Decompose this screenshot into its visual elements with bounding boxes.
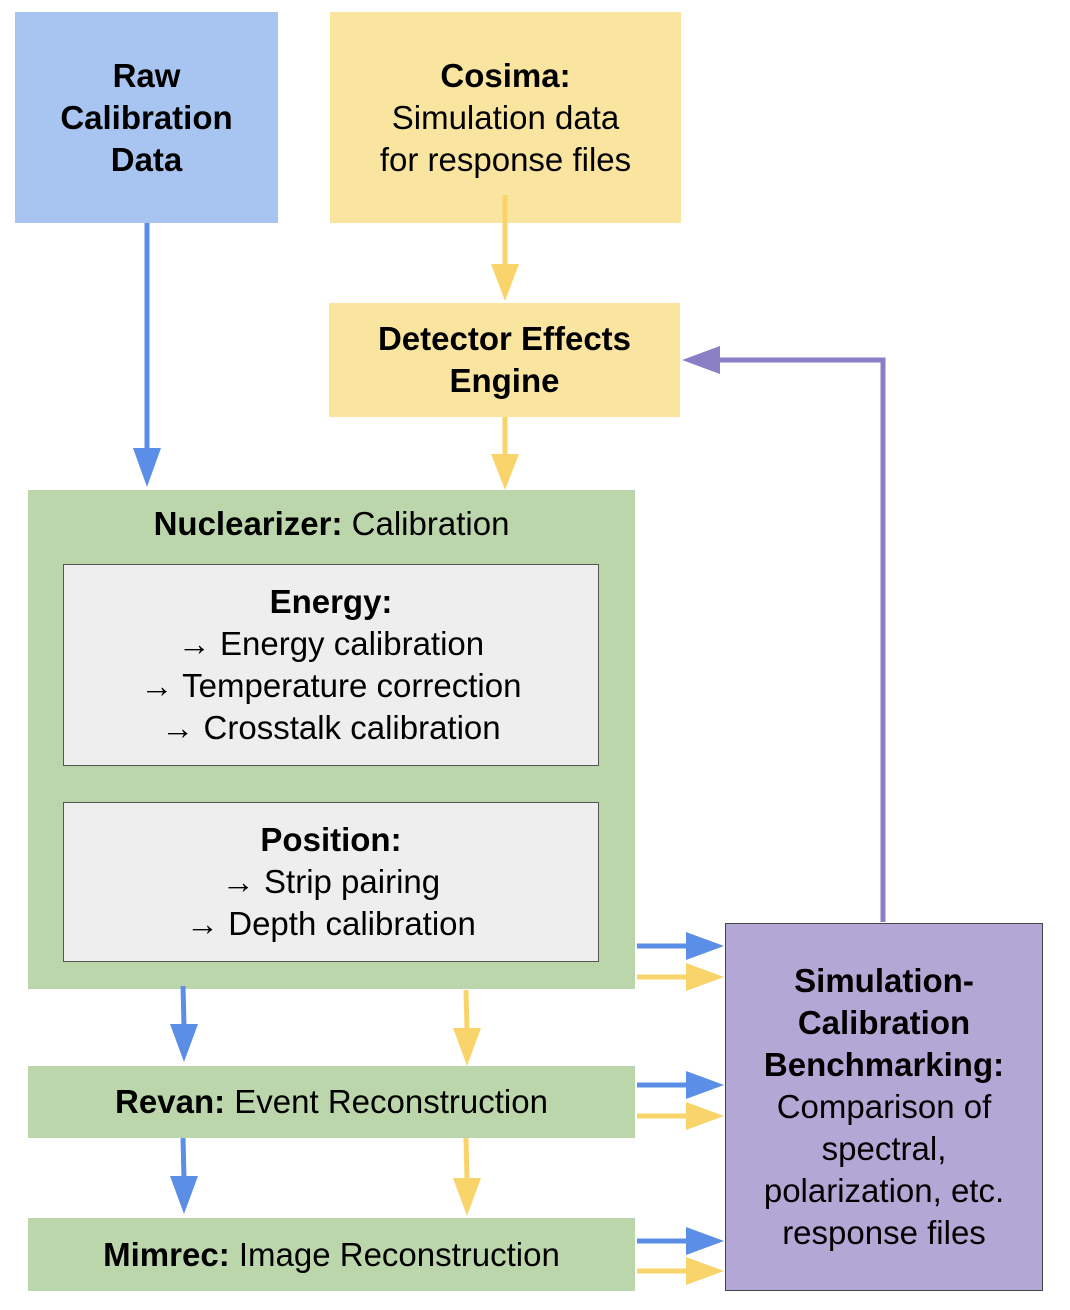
- mimrec-label: Mimrec: Image Reconstruction: [103, 1234, 560, 1276]
- benchmarking-title-1: Simulation-: [794, 962, 974, 999]
- nuclearizer-title: Nuclearizer: Calibration: [28, 503, 635, 545]
- arrow-cosima-to-detector-effects-engine: [491, 195, 519, 301]
- raw-calibration-data-node: Raw Calibration Data: [15, 12, 278, 223]
- cosima-title: Cosima:: [440, 56, 571, 94]
- arrow-raw-to-nuclearizer: [133, 223, 161, 487]
- raw-calibration-data-label: Raw Calibration Data: [60, 56, 233, 178]
- revan-node: Revan: Event Reconstruction: [28, 1066, 635, 1138]
- position-subnode: Position: → Strip pairing → Depth calibr…: [63, 802, 599, 962]
- arrow-nuclearizer-to-benchmarking-blue: [637, 932, 724, 960]
- mimrec-label-bold: Mimrec:: [103, 1235, 230, 1273]
- mimrec-node: Mimrec: Image Reconstruction: [28, 1218, 635, 1291]
- revan-label: Revan: Event Reconstruction: [115, 1081, 548, 1123]
- benchmarking-line-3: polarization, etc.: [763, 1172, 1005, 1209]
- energy-subnode: Energy: → Energy calibration → Temperatu…: [63, 564, 599, 766]
- benchmarking-line-4: response files: [782, 1214, 986, 1251]
- arrow-revan-to-benchmarking-blue: [637, 1071, 724, 1099]
- nuclearizer-title-bold: Nuclearizer:: [153, 505, 343, 542]
- arrow-revan-to-benchmarking-yellow: [637, 1102, 724, 1130]
- benchmarking-title-3: Benchmarking:: [763, 1046, 1005, 1083]
- energy-line-1: → Energy calibration: [177, 625, 485, 662]
- arrow-nuclearizer-to-revan-blue: [170, 985, 198, 1062]
- benchmarking-line-2: spectral,: [821, 1130, 947, 1167]
- cosima-line-1: Simulation data: [391, 98, 620, 136]
- cosima-line-2: for response files: [379, 140, 632, 178]
- cosima-node: Cosima: Simulation data for response fil…: [330, 12, 681, 223]
- detector-effects-engine-label: Detector Effects Engine: [377, 320, 632, 399]
- detector-effects-engine-node: Detector Effects Engine: [329, 303, 680, 417]
- arrow-nuclearizer-to-revan-yellow: [453, 989, 481, 1066]
- benchmarking-node: Simulation- Calibration Benchmarking: Co…: [725, 923, 1043, 1291]
- benchmarking-line-1: Comparison of: [776, 1088, 992, 1125]
- arrow-detector-effects-engine-to-nuclearizer: [491, 417, 519, 490]
- position-line-1: → Strip pairing: [221, 863, 441, 900]
- position-line-2: → Depth calibration: [186, 905, 476, 942]
- arrow-revan-to-mimrec-yellow: [453, 1137, 481, 1216]
- arrow-revan-to-mimrec-blue: [170, 1137, 198, 1214]
- arrow-benchmarking-to-detector-effects-engine: [682, 346, 886, 922]
- arrow-mimrec-to-benchmarking-blue: [637, 1227, 724, 1255]
- revan-label-normal: Event Reconstruction: [225, 1083, 548, 1120]
- benchmarking-title-2: Calibration: [797, 1004, 971, 1041]
- arrow-mimrec-to-benchmarking-yellow: [637, 1257, 724, 1285]
- energy-title: Energy:: [269, 583, 393, 620]
- nuclearizer-title-normal: Calibration: [342, 505, 510, 542]
- revan-label-bold: Revan:: [115, 1083, 226, 1120]
- position-title: Position:: [260, 821, 402, 858]
- energy-line-3: → Crosstalk calibration: [161, 709, 501, 746]
- energy-line-2: → Temperature correction: [140, 667, 522, 704]
- arrow-nuclearizer-to-benchmarking-yellow: [637, 963, 724, 991]
- mimrec-label-normal: Image Reconstruction: [229, 1235, 560, 1273]
